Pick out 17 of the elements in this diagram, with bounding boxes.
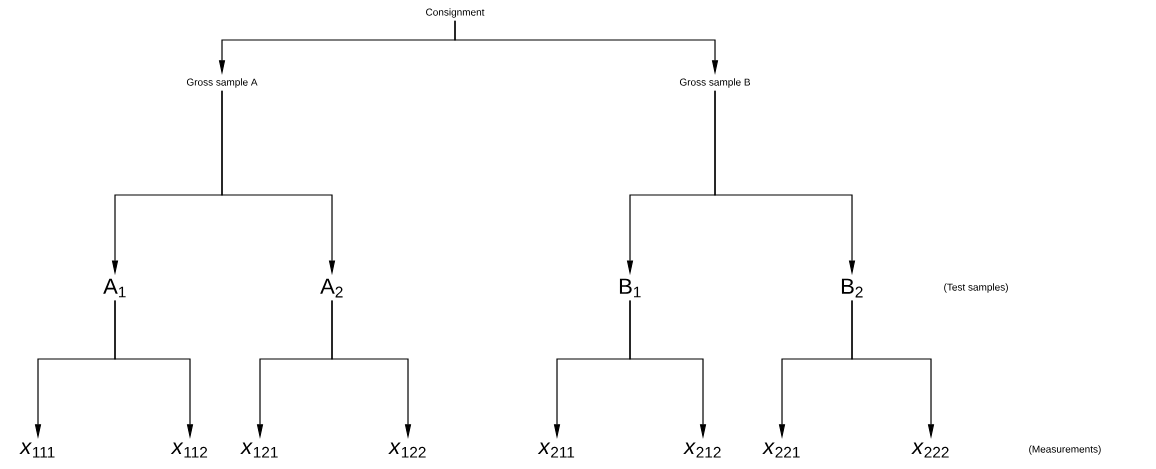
measurement-label: x$_{221}$ bbox=[762, 442, 800, 458]
measurement-label: x$_{211}$ bbox=[537, 442, 575, 458]
measurement-label: x$_{122}$ bbox=[388, 442, 426, 458]
measurement-label: x$_{222}$ bbox=[911, 442, 949, 458]
node-text: B$_{2}$ bbox=[841, 278, 863, 298]
measurement-label: x$_{111}$ bbox=[19, 442, 55, 458]
measurement-label: x$_{121}$ bbox=[240, 442, 278, 458]
measurement-label: x$_{212}$ bbox=[683, 442, 721, 458]
measurement-label: x$_{112}$ bbox=[170, 442, 208, 458]
node-text: Gross sample A bbox=[186, 78, 258, 88]
row-note: (Measurements) bbox=[1029, 445, 1101, 455]
node-text: A$_{1}$ bbox=[103, 278, 126, 298]
node-text: Gross sample B bbox=[679, 78, 751, 88]
node-text: B$_{1}$ bbox=[619, 278, 641, 298]
node-text: Consignment bbox=[426, 8, 485, 18]
node-text: A$_{2}$ bbox=[320, 278, 343, 298]
row-note: (Test samples) bbox=[944, 283, 1008, 293]
